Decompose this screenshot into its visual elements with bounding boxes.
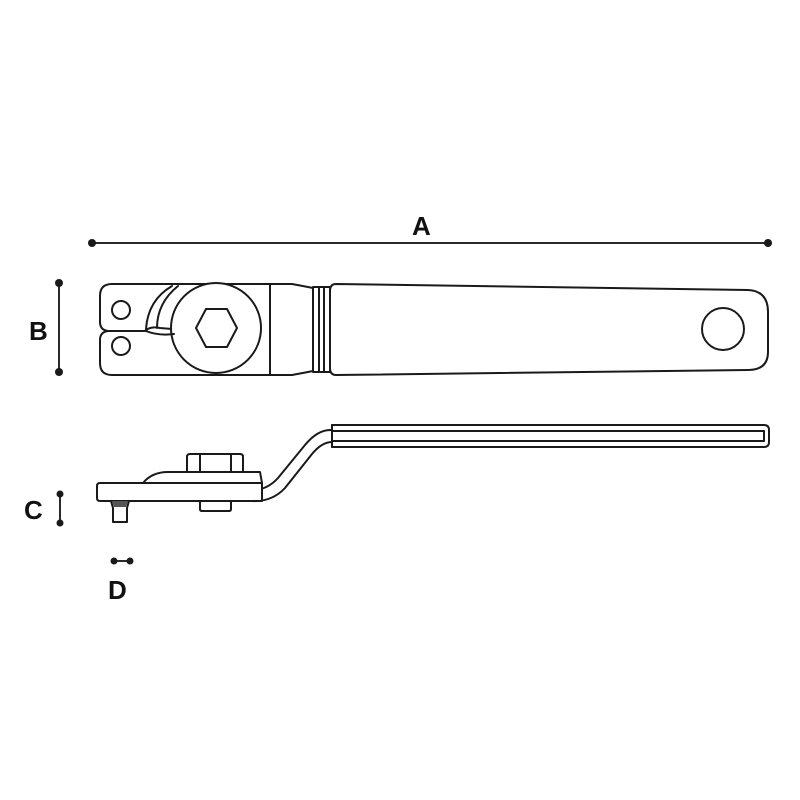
dimension-d-line	[110, 557, 134, 565]
dimension-a-line	[88, 239, 772, 247]
dimension-a-label: A	[412, 211, 431, 241]
dimension-c-line	[56, 490, 64, 527]
dimension-d-label: D	[108, 575, 127, 605]
wrench-top-view	[99, 282, 769, 376]
wrench-side-view	[96, 424, 770, 523]
dimension-c-label: C	[24, 495, 43, 525]
dimension-b-label: B	[29, 316, 48, 346]
dimension-b-line	[55, 279, 63, 376]
